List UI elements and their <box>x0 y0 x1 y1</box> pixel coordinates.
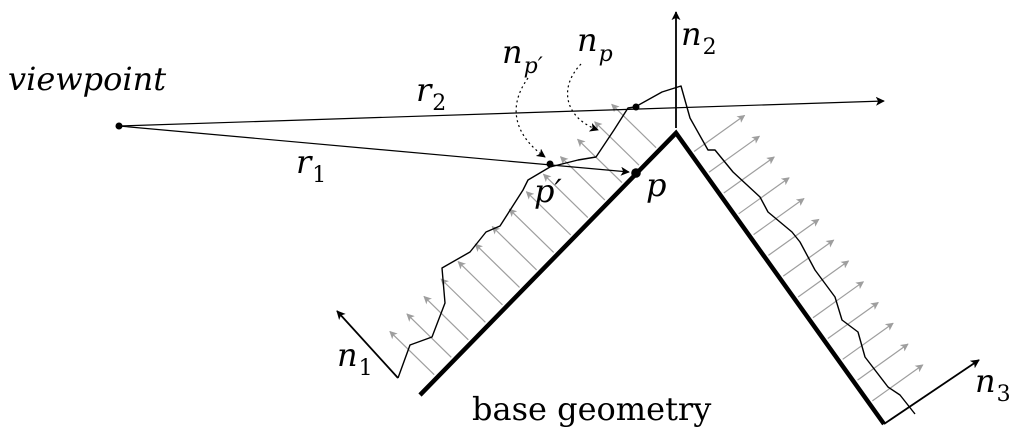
normal-field-arrow <box>827 301 879 340</box>
label-n-p-prime: np′ <box>502 33 543 79</box>
displaced-surface <box>397 85 916 415</box>
normal-field-arrow <box>842 322 894 360</box>
normal-field-arrow <box>577 138 623 184</box>
normal-field-arrow <box>872 364 924 402</box>
normal-field-arrow <box>508 208 555 253</box>
ray-r2 <box>118 96 885 127</box>
label-n1: n1 <box>337 336 373 381</box>
normal-n3-arrow <box>883 359 980 425</box>
label-base-geometry: base geometry <box>472 390 711 428</box>
normal-n1-arrow <box>336 310 399 379</box>
label-p-prime: p′ <box>534 172 562 210</box>
base-geometry-line <box>418 129 886 426</box>
normal-field-arrow <box>457 260 503 306</box>
normal-field-arrow <box>708 135 761 173</box>
normal-field-arrow <box>753 198 805 236</box>
normal-field-arrow <box>797 260 850 298</box>
ray-r1 <box>118 125 630 176</box>
label-n2: n2 <box>681 15 717 60</box>
normal-field-arrow <box>693 114 746 152</box>
normal-field-arrow <box>423 295 469 341</box>
normal-field-arrow <box>525 191 572 236</box>
normal-field-arrow <box>491 226 538 271</box>
normal-field-arrow <box>738 177 790 215</box>
label-n-p: np <box>577 21 613 67</box>
normal-field-arrow <box>406 313 452 358</box>
label-viewpoint: viewpoint <box>8 60 166 98</box>
label-r1: r1 <box>296 143 326 188</box>
viewpoint-dot <box>115 122 123 130</box>
normal-field-arrow <box>542 173 589 218</box>
normal-field-arrow <box>611 103 657 149</box>
n-p-prime-indicator <box>515 77 546 158</box>
point-p-dot <box>631 168 641 178</box>
ray-r2-hit-dot <box>632 103 640 111</box>
normal-field-arrow <box>812 281 865 319</box>
normal-field-arrow <box>594 121 640 166</box>
label-r2: r2 <box>416 71 446 116</box>
normal-field-arrow <box>440 278 486 323</box>
label-n3: n3 <box>975 362 1011 407</box>
normal-field-arrow <box>389 330 435 376</box>
normal-field-arrow <box>723 156 775 194</box>
point-p-prime-dot <box>546 160 554 168</box>
normal-field-arrow <box>857 343 909 381</box>
label-p: p <box>646 166 666 204</box>
n-p-indicator <box>566 63 599 132</box>
normal-field-arrow <box>474 243 520 288</box>
normal-field-arrows <box>389 103 924 402</box>
normal-field-arrow <box>768 218 820 256</box>
normal-field-arrow <box>559 156 606 201</box>
